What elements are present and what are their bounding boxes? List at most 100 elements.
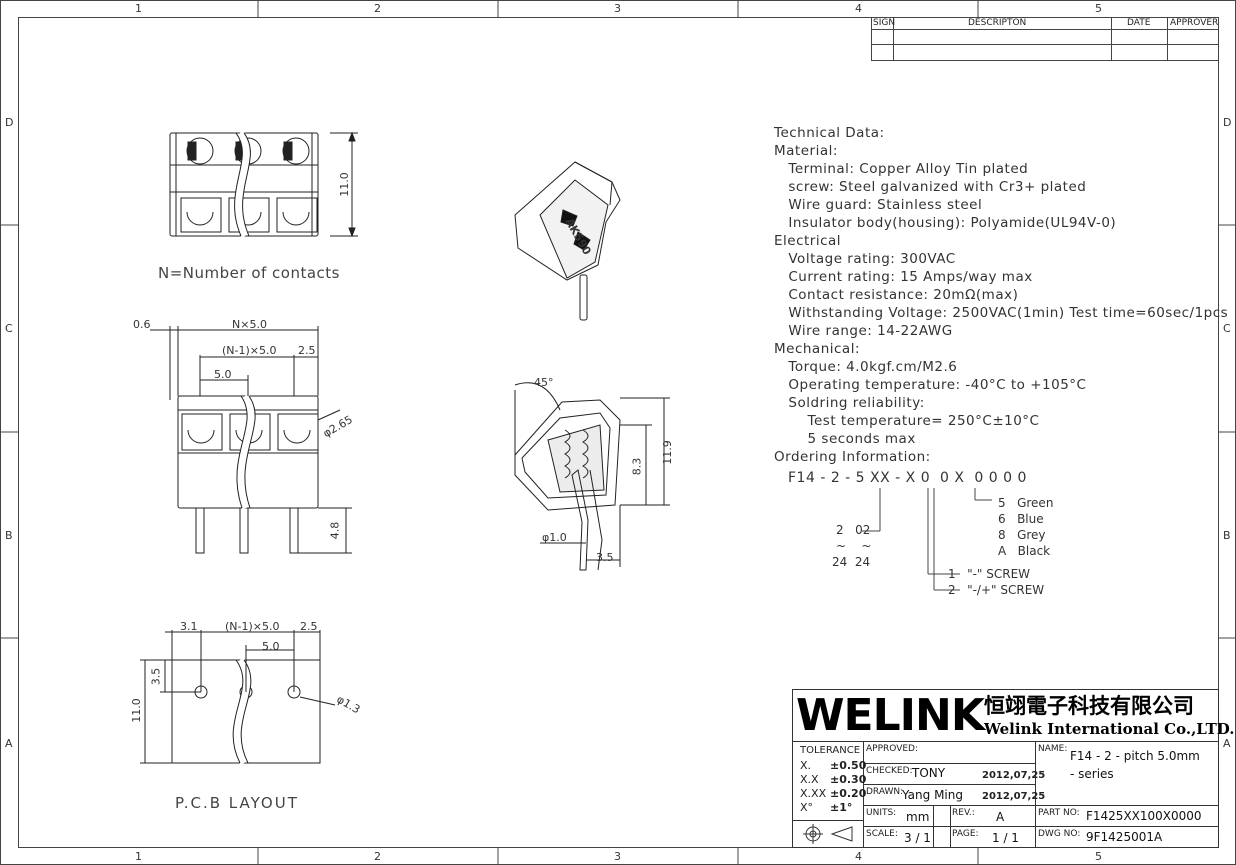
dim-side-35: 3.5 <box>596 551 614 564</box>
top-view <box>169 130 358 238</box>
zone-col-2-bottom: 2 <box>374 850 381 863</box>
zone-row-b-right: B <box>1223 529 1231 542</box>
drawn-date: 2012,07,25 <box>982 791 1046 802</box>
dim-pcb-31: 3.1 <box>180 620 198 633</box>
tech-line: Terminal: Copper Alloy Tin plated <box>774 161 1029 177</box>
zone-col-1-bottom: 1 <box>135 850 142 863</box>
tolerance-value: ±0.30 <box>830 773 867 786</box>
tech-line: Wire range: 14-22AWG <box>774 323 953 339</box>
tolerance-value: ±0.20 <box>830 787 867 800</box>
name-label: NAME: <box>1038 744 1068 754</box>
tech-line: screw: Steel galvanized with Cr3+ plated <box>774 179 1087 195</box>
product-name: F14 - 2 - pitch 5.0mm <box>1070 749 1200 763</box>
page-label: PAGE: <box>952 829 979 839</box>
drawn-label: DRAWN: <box>866 787 904 797</box>
zone-row-d: D <box>5 116 14 129</box>
dim-height-top: 11.0 <box>337 172 351 197</box>
side-section <box>514 382 670 571</box>
contacts-option: 2 02 <box>836 523 871 537</box>
zone-col-1: 1 <box>135 2 142 15</box>
zone-col-4-bottom: 4 <box>855 850 862 863</box>
tech-line: Test temperature= 250°C±10°C <box>774 413 1040 429</box>
scale-label: SCALE: <box>866 829 898 839</box>
dim-pcb-110: 11.0 <box>129 698 143 723</box>
company-logo: WELINK <box>796 690 985 741</box>
rev-label: REV.: <box>952 808 975 818</box>
dim-pcb-25: 2.5 <box>300 620 318 633</box>
color-option: 6 Blue <box>998 512 1044 526</box>
tech-line: Operating temperature: -40°C to +105°C <box>774 377 1087 393</box>
technical-data: Technical Data: Material: Terminal: Copp… <box>774 125 1229 467</box>
part-no-value: F1425XX100X0000 <box>1086 809 1202 823</box>
tech-line: Voltage rating: 300VAC <box>774 251 956 267</box>
color-option: 8 Grey <box>998 528 1046 542</box>
tech-line: Ordering Information: <box>774 449 931 465</box>
approved-label: APPROVED: <box>866 744 918 754</box>
company-name-en: Welink International Co.,LTD. <box>984 720 1235 738</box>
tolerance-key: X. <box>800 759 812 772</box>
contacts-option: ~ ~ <box>836 539 872 553</box>
rev-header-sign: SIGN <box>873 18 896 28</box>
zone-row-a: A <box>5 737 13 750</box>
part-no-label: PART NO: <box>1038 808 1080 818</box>
rev-header-description: DESCRIPTON <box>968 18 1027 28</box>
tolerance-key: X° <box>800 801 814 814</box>
tech-line: Wire guard: Stainless steel <box>774 197 983 213</box>
rev-value: A <box>996 810 1005 824</box>
zone-row-d-right: D <box>1223 116 1232 129</box>
zone-row-a-right: A <box>1223 737 1231 750</box>
dim-pitch: 5.0 <box>214 368 232 381</box>
dwg-no-value: 9F1425001A <box>1086 830 1163 844</box>
tolerance-value: ±1° <box>830 801 853 814</box>
dim-half: 2.5 <box>298 344 316 357</box>
contacts-note: N=Number of contacts <box>158 264 340 282</box>
contacts-option: 24 24 <box>832 555 871 569</box>
tech-line: 5 seconds max <box>774 431 916 447</box>
zone-col-5-bottom: 5 <box>1095 850 1102 863</box>
dim-pin: 4.8 <box>328 521 342 540</box>
zone-col-4: 4 <box>855 2 862 15</box>
tolerance-label: TOLERANCE <box>800 745 861 756</box>
dim-n1x: (N-1)×5.0 <box>222 344 277 357</box>
page-value: 1 / 1 <box>992 831 1019 845</box>
zone-row-c-right: C <box>1223 322 1231 335</box>
product-name-series: - series <box>1070 767 1114 781</box>
tech-line: Electrical <box>774 233 842 249</box>
dim-nx: N×5.0 <box>232 318 267 331</box>
color-option: A Black <box>998 544 1051 558</box>
dim-h83: 8.3 <box>630 457 644 476</box>
tech-line: Current rating: 15 Amps/way max <box>774 269 1033 285</box>
tolerance-key: X.XX <box>800 787 827 800</box>
zone-col-5: 5 <box>1095 2 1102 15</box>
dim-pcb-50: 5.0 <box>262 640 280 653</box>
front-view <box>150 326 352 554</box>
color-option: 5 Green <box>998 496 1054 510</box>
tech-line: Mechanical: <box>774 341 861 357</box>
zone-col-3-bottom: 3 <box>614 850 621 863</box>
rev-header-date: DATE <box>1127 18 1151 28</box>
tolerance-value: ±0.50 <box>830 759 867 772</box>
checked-date: 2012,07,25 <box>982 770 1046 781</box>
drawn-by: Yang Ming <box>902 788 963 802</box>
dim-pcb-35: 3.5 <box>149 667 163 686</box>
scale-value: 3 / 1 <box>904 831 931 845</box>
zone-col-2: 2 <box>374 2 381 15</box>
pcb-layout <box>140 630 336 765</box>
tech-line: Withstanding Voltage: 2500VAC(1min) Test… <box>774 305 1229 321</box>
tech-line: Technical Data: <box>774 125 885 141</box>
tolerance-key: X.X <box>800 773 819 786</box>
screw-option: 1 "-" SCREW <box>948 567 1031 581</box>
rev-header-approver: APPROVER <box>1170 18 1219 28</box>
screw-option: 2 "-/+" SCREW <box>948 583 1045 597</box>
tech-line: Torque: 4.0kgf.cm/M2.6 <box>774 359 958 375</box>
tech-line: Insulator body(housing): Polyamide(UL94V… <box>774 215 1117 231</box>
dim-pin-dia: φ1.0 <box>542 531 567 544</box>
checked-by: TONY <box>912 766 946 780</box>
dim-offset: 0.6 <box>133 318 151 331</box>
zone-col-3: 3 <box>614 2 621 15</box>
zone-row-b: B <box>5 529 13 542</box>
dim-pcb-n1x: (N-1)×5.0 <box>225 620 280 633</box>
tech-line: Material: <box>774 143 838 159</box>
tech-line: Contact resistance: 20mΩ(max) <box>774 287 1019 303</box>
